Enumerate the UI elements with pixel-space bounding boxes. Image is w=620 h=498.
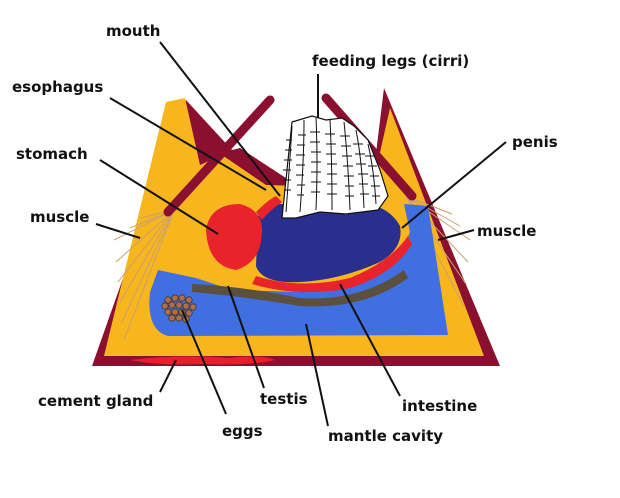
- intestine-band: [252, 236, 412, 293]
- leader-eggs: [181, 309, 227, 415]
- label-testis: testis: [260, 390, 308, 408]
- label-muscle-left: muscle: [30, 208, 89, 226]
- leader-mantle-cavity: [305, 323, 329, 427]
- leader-lines: [95, 41, 507, 427]
- visceral-mass: [256, 203, 401, 283]
- label-intestine: intestine: [402, 397, 477, 415]
- left-muscle-fibers: [113, 209, 175, 341]
- leader-intestine: [339, 283, 401, 397]
- feeding-legs-cirri: [281, 115, 389, 219]
- label-muscle-right: muscle: [477, 222, 536, 240]
- left-plate: [163, 95, 275, 217]
- leader-penis: [401, 141, 507, 229]
- label-eggs: eggs: [222, 422, 263, 440]
- leader-testis: [227, 285, 265, 389]
- label-stomach: stomach: [16, 145, 88, 163]
- label-mouth: mouth: [106, 22, 160, 40]
- esophagus-tube: [256, 196, 282, 220]
- leader-stomach: [99, 159, 219, 235]
- mantle-cavity: [149, 204, 448, 336]
- leader-cement-gland: [159, 359, 177, 393]
- leader-mouth: [159, 41, 281, 197]
- label-cement-gland: cement gland: [38, 392, 153, 410]
- stomach-organ: [206, 204, 262, 270]
- leader-muscle-left: [95, 223, 141, 239]
- leader-esophagus: [109, 97, 267, 191]
- label-feeding-legs: feeding legs (cirri): [312, 52, 469, 70]
- testis-band: [192, 270, 408, 307]
- leader-muscle-right: [437, 229, 475, 241]
- label-penis: penis: [512, 133, 558, 151]
- label-esophagus: esophagus: [12, 78, 103, 96]
- label-mantle-cavity: mantle cavity: [328, 427, 443, 445]
